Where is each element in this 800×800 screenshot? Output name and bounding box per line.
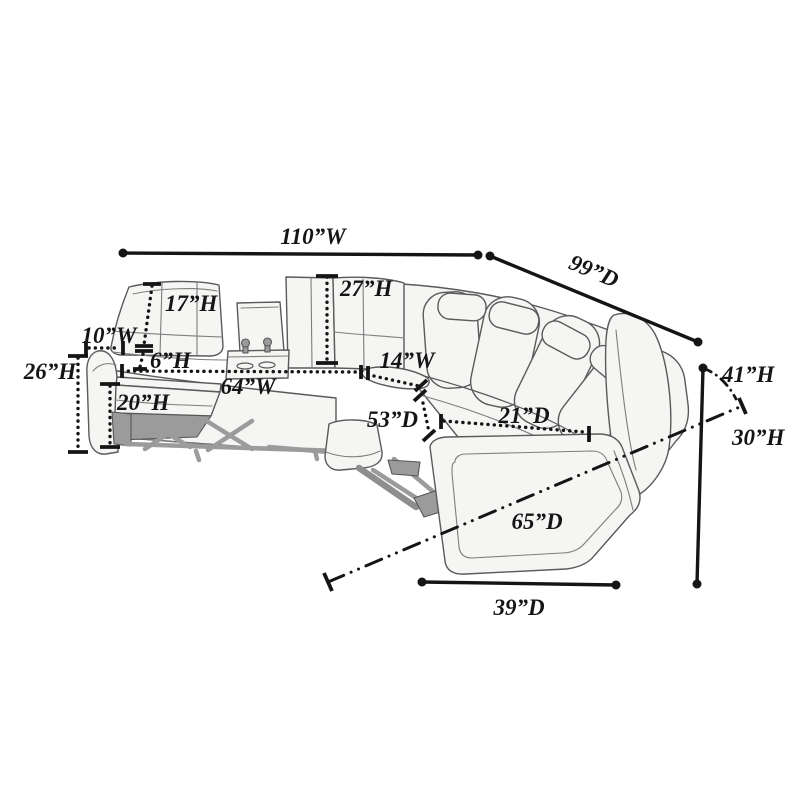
left-backrest-seam [112,330,223,338]
console-tray-edge [227,355,289,358]
dim-arm-width-label: 10”W [82,323,139,348]
cupholder-left [236,362,254,370]
base-bar [266,444,332,455]
dim-footrest-height: 20”H [100,382,171,449]
right-seat-seam [419,394,545,441]
dim-left-back-height-label: 17”H [165,291,219,316]
dim-line [142,284,154,347]
dim-line [138,352,145,369]
mechanism-arm [355,464,420,511]
front-chaise-corner-seam [613,450,634,511]
left-backrest-seam [159,282,163,356]
mechanism-foot [193,448,202,463]
dim-line [120,369,363,374]
dim-reclined-height-label: 30”H [731,425,786,450]
dim-endpoint [417,577,427,587]
right-armrest-seam [615,329,637,471]
middle-backrest-seam [334,331,405,339]
dim-endpoint [473,250,483,260]
console-back-seam [240,306,279,309]
dim-footrest-height-label: 20”H [116,390,171,415]
dim-arm-height: 26”H [23,354,88,454]
mechanism-link [137,414,193,450]
dim-endpoint [693,337,703,347]
dim-line [442,419,587,434]
left-backrest-seam [132,288,218,295]
dim-arm-height-label: 26”H [23,359,78,384]
left-backrest [110,280,224,357]
dim-front-depth: 39”D [417,577,621,620]
console-knob-cap [262,337,273,347]
dim-front-depth-label: 39”D [492,595,545,620]
dim-overall-height: 41”H [692,362,776,589]
dim-seat-depth: 21”D [439,403,591,442]
left-footrest-seam [115,399,213,407]
dim-reclined-height: 30”H [701,366,786,450]
dim-right-depth-label: 99”D [566,250,623,293]
dim-line [421,401,431,434]
dim-cap [412,388,428,403]
dim-arm-width: 10”W [82,323,139,355]
dim-line [372,374,421,388]
console-knob-cap [240,338,251,348]
dim-left-section-width: 64”W [120,364,370,399]
left-armrest-seam [92,363,117,372]
dim-overall-width-label: 110”W [280,224,347,249]
dim-back-height-label: 27”H [339,276,394,301]
dim-line [326,404,744,584]
dim-overall-width: 110”W [118,224,483,260]
dim-chaise-depth: 53”D [367,388,437,443]
mechanism-link [205,418,255,453]
dim-diagonal-depth: 65”D [322,397,748,592]
front-chaise-inner-seam [451,450,623,559]
dimension-annotations: 110”W 99”D 41”H 30”H 65”D [23,224,786,620]
headrest-cushion [488,301,540,335]
dim-arm-above-seat-height-label: 6”H [150,348,192,373]
cupholder-right [258,361,276,369]
middle-backrest-seam [362,278,365,370]
dim-line [420,580,618,587]
dim-endpoint [485,251,495,261]
middle-footrest-pad [324,419,383,471]
dim-line [121,251,480,257]
dim-cap [421,428,437,443]
dim-left-back-height: 17”H [135,282,219,353]
dim-line [488,254,700,344]
dim-arm-above-seat-height: 6”H [133,348,192,373]
dim-diagonal-depth-label: 65”D [511,509,563,534]
left-armrest [86,350,119,455]
dim-wedge-width-label: 14”W [380,348,437,373]
left-seat-seam [112,351,227,361]
middle-backrest [332,276,405,371]
dim-cap [737,397,748,415]
mechanism-bracket [387,459,421,477]
dim-cap [322,572,334,592]
dim-endpoint [692,579,702,589]
recline-arc [701,366,738,401]
sofa-illustration [86,276,690,575]
front-chaise-cushion [429,433,641,575]
middle-footrest-seam [325,450,381,458]
headrest-cushion [437,292,487,322]
dim-seat-depth-label: 21”D [497,403,550,428]
dim-wedge-width: 14”W [372,348,437,393]
dim-chaise-depth-label: 53”D [367,407,419,432]
headrest-cushion [541,320,591,360]
dim-overall-height-label: 41”H [721,362,776,387]
dim-left-section-width-label: 64”W [221,374,278,399]
dim-endpoint [611,580,621,590]
dim-endpoint [118,248,128,258]
middle-back-seam [310,277,313,369]
dim-back-height: 27”H [316,274,394,365]
dim-cap [413,378,429,393]
mechanism-wedge [111,411,132,447]
mechanism-link [142,416,193,452]
dim-line [695,366,705,586]
